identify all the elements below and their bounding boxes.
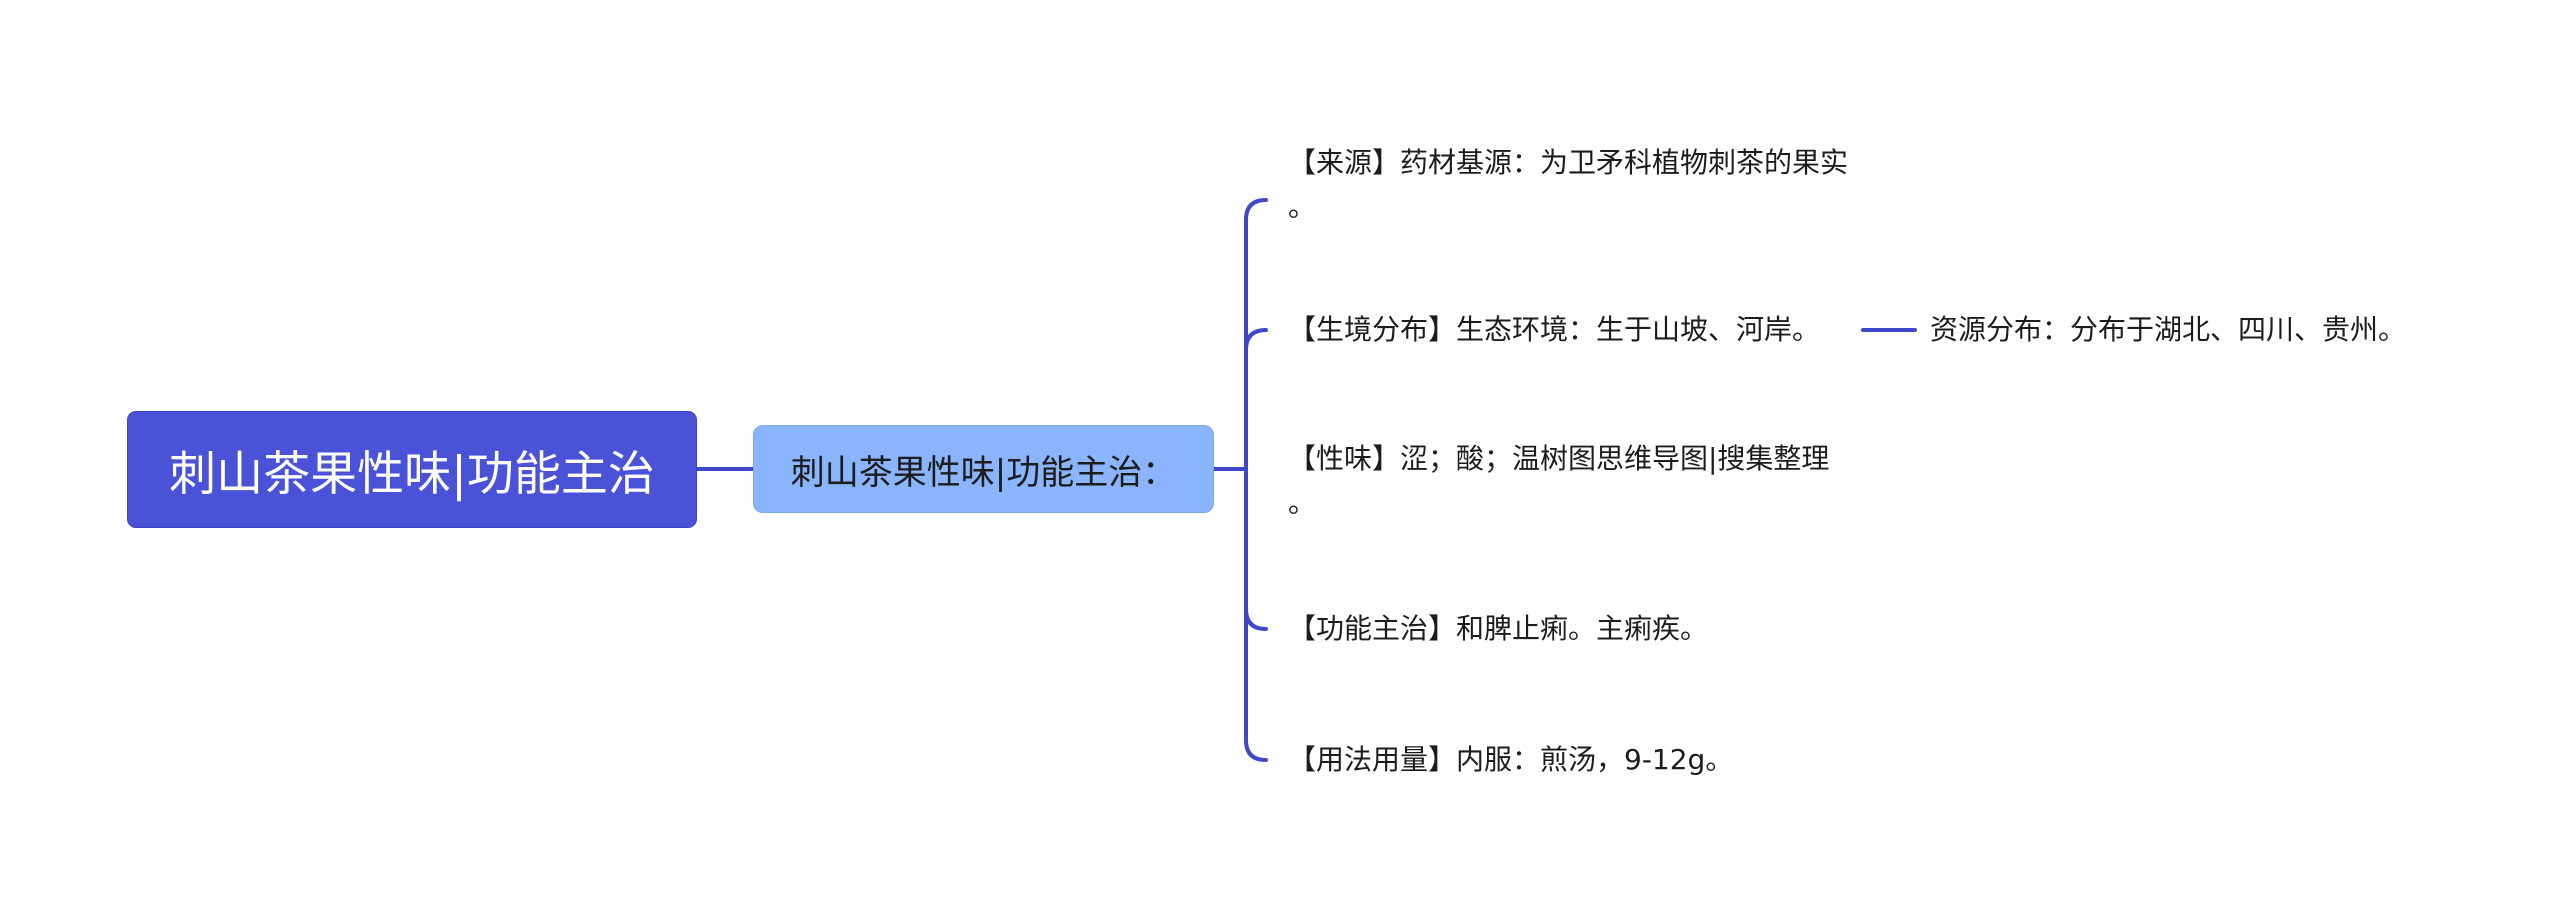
main-topic[interactable]: 刺山茶果性味|功能主治： [753, 425, 1214, 513]
leaf-topic-usage[interactable]: 【用法用量】内服：煎汤，9-12g。 [1288, 738, 1733, 782]
leaf-topic-source[interactable]: 【来源】药材基源：为卫矛科植物刺茶的果实 。 [1288, 141, 1848, 229]
leaf-topic-line: 【生境分布】生态环境：生于山坡、河岸。 [1288, 313, 1821, 346]
leaf-topic-line: 【功能主治】和脾止痢。主痢疾。 [1288, 612, 1709, 645]
leaf-topic-line: 。 [1288, 486, 1317, 519]
bracket-spine [1244, 198, 1268, 762]
leaf-topic-line: 。 [1288, 190, 1317, 223]
leaf-topic-line: 【用法用量】内服：煎汤，9-12g。 [1288, 743, 1734, 776]
leaf-topic-function[interactable]: 【功能主治】和脾止痢。主痢疾。 [1288, 607, 1708, 651]
leaf-topic-line: 【来源】药材基源：为卫矛科植物刺茶的果实 [1288, 146, 1849, 179]
leaf-topic-habitat[interactable]: 【生境分布】生态环境：生于山坡、河岸。 [1288, 308, 1820, 352]
leaf-topic-line: 【性味】涩；酸；温树图思维导图|搜集整理 [1288, 442, 1830, 475]
main-topic-label: 刺山茶果性味|功能主治： [790, 452, 1177, 493]
branch-connector-3 [1244, 607, 1268, 631]
sub-topic-distribution[interactable]: 资源分布：分布于湖北、四川、贵州。 [1930, 308, 2406, 352]
root-topic[interactable]: 刺山茶果性味|功能主治 [127, 411, 697, 528]
root-topic-label: 刺山茶果性味|功能主治 [169, 447, 655, 502]
leaf-topic-nature[interactable]: 【性味】涩；酸；温树图思维导图|搜集整理 。 [1288, 437, 1829, 525]
sub-topic-label: 资源分布：分布于湖北、四川、贵州。 [1930, 313, 2407, 346]
branch-connector-1 [1244, 328, 1268, 352]
